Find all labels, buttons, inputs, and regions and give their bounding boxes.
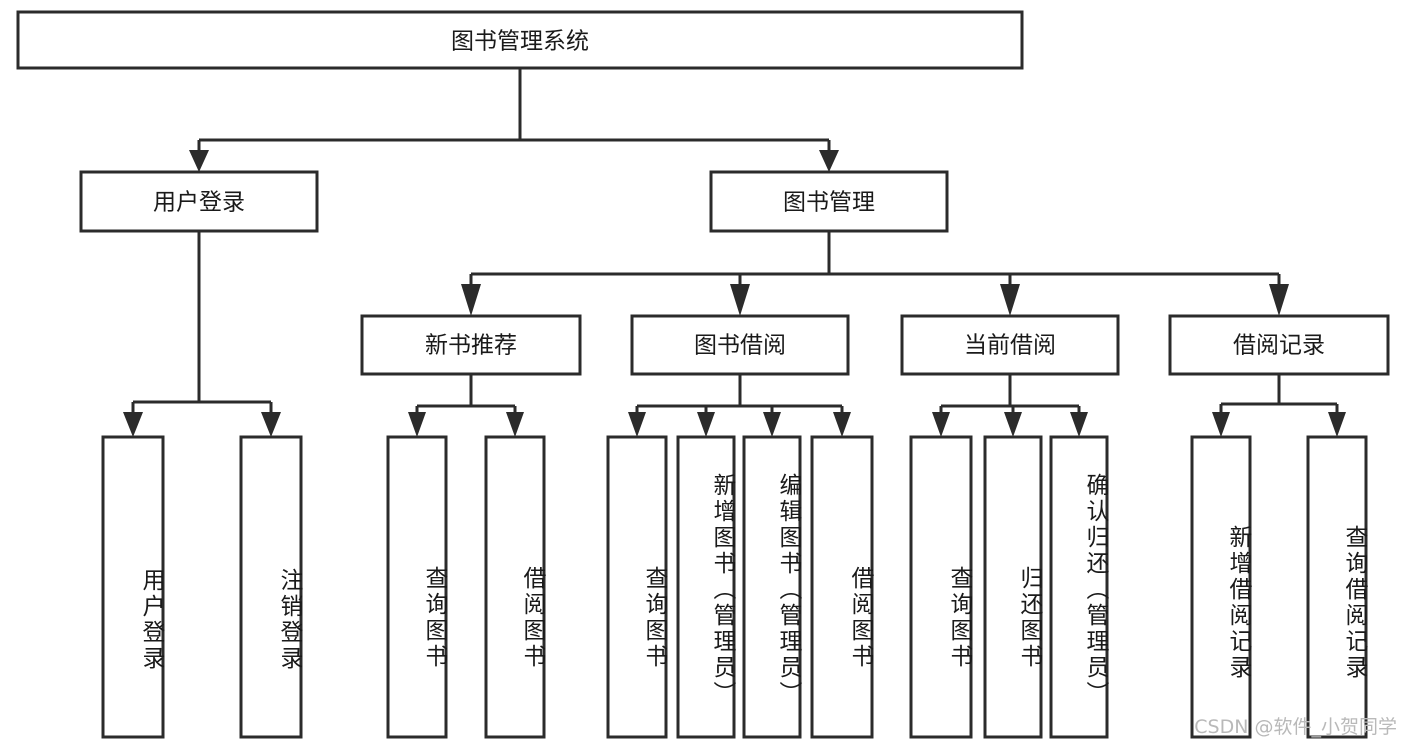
arrowhead-to-query-book-3 <box>932 412 950 437</box>
arrowhead-to-add-record <box>1212 412 1230 437</box>
node-book-manage[interactable]: 图书管理 <box>709 170 949 233</box>
node-leaf-return-book-box[interactable] <box>983 435 1043 739</box>
arrowhead-to-borrow-book-2 <box>833 412 851 437</box>
arrowhead-to-confirm-return <box>1070 412 1088 437</box>
edge-borrow-record-bus <box>1219 374 1339 418</box>
node-book-manage-label: 图书管理 <box>783 190 875 216</box>
node-book-borrow[interactable]: 图书借阅 <box>630 314 850 376</box>
node-new-book-rec-box[interactable] <box>360 314 582 376</box>
edge-book-manage-bus <box>469 231 1281 288</box>
arrowhead-to-query-book-1 <box>408 412 426 437</box>
edge-new-book-rec-bus <box>415 374 517 418</box>
node-leaf-query-book-1-box[interactable] <box>386 435 448 739</box>
edge-login-bus <box>131 231 273 418</box>
node-current-borrow-label: 当前借阅 <box>964 333 1056 359</box>
node-leaf-query-book-2-box[interactable] <box>606 435 668 739</box>
arrowhead-to-query-book-2 <box>628 412 646 437</box>
arrowhead-to-user-logout-leaf <box>261 412 281 437</box>
arrowhead-to-borrow-record <box>1269 284 1289 316</box>
node-leaf-user-login-box[interactable] <box>101 435 165 739</box>
node-leaf-query-book-3-box[interactable] <box>909 435 973 739</box>
node-borrow-record-label: 借阅记录 <box>1233 333 1325 359</box>
node-leaf-edit-book-box[interactable] <box>742 435 802 739</box>
edge-root-bus <box>197 68 831 156</box>
node-leaf-borrow-book-2-box[interactable] <box>810 435 874 739</box>
edges-layer <box>123 68 1346 437</box>
node-leaf-add-record-box[interactable] <box>1190 435 1252 739</box>
node-root[interactable]: 图书管理系统 <box>16 10 1024 70</box>
arrowhead-to-book-borrow <box>730 284 750 316</box>
arrowhead-to-return-book <box>1004 412 1022 437</box>
node-current-borrow-box[interactable] <box>900 314 1120 376</box>
arrowhead-to-query-record <box>1328 412 1346 437</box>
node-leaf-borrow-book-1-box[interactable] <box>484 435 546 739</box>
node-login-label: 用户登录 <box>153 190 245 216</box>
node-login-box[interactable] <box>79 170 319 233</box>
node-leaf-confirm-return-box[interactable] <box>1049 435 1109 739</box>
arrowhead-to-borrow-book-1 <box>506 412 524 437</box>
arrowhead-to-book-manage <box>819 150 839 172</box>
node-root-box[interactable] <box>16 10 1024 70</box>
arrowhead-to-edit-book <box>763 412 781 437</box>
node-login[interactable]: 用户登录 <box>79 170 319 233</box>
node-new-book-rec-label: 新书推荐 <box>425 333 517 359</box>
arrowhead-to-add-book <box>697 412 715 437</box>
arrowhead-to-current-borrow <box>1000 284 1020 316</box>
node-book-manage-box[interactable] <box>709 170 949 233</box>
arrowhead-to-user-login <box>189 150 209 172</box>
node-root-label: 图书管理系统 <box>451 29 589 55</box>
node-leaf-add-book-box[interactable] <box>676 435 736 739</box>
node-book-borrow-label: 图书借阅 <box>694 333 786 359</box>
arrowhead-to-new-book-rec <box>461 284 481 316</box>
node-borrow-record-box[interactable] <box>1168 314 1390 376</box>
node-book-borrow-box[interactable] <box>630 314 850 376</box>
node-borrow-record[interactable]: 借阅记录 <box>1168 314 1390 376</box>
nodes-layer: 图书管理系统 用户登录 图书管理 新书推荐 图书借阅 当前 <box>16 10 1390 739</box>
node-new-book-rec[interactable]: 新书推荐 <box>360 314 582 376</box>
node-current-borrow[interactable]: 当前借阅 <box>900 314 1120 376</box>
node-leaf-query-record-box[interactable] <box>1306 435 1368 739</box>
csdn-watermark: CSDN @软件_小贺同学 <box>1194 716 1397 738</box>
node-leaf-user-logout-box[interactable] <box>239 435 303 739</box>
arrowhead-to-user-login-leaf <box>123 412 143 437</box>
edge-current-borrow-bus <box>939 374 1081 418</box>
edge-book-borrow-bus <box>635 374 844 418</box>
